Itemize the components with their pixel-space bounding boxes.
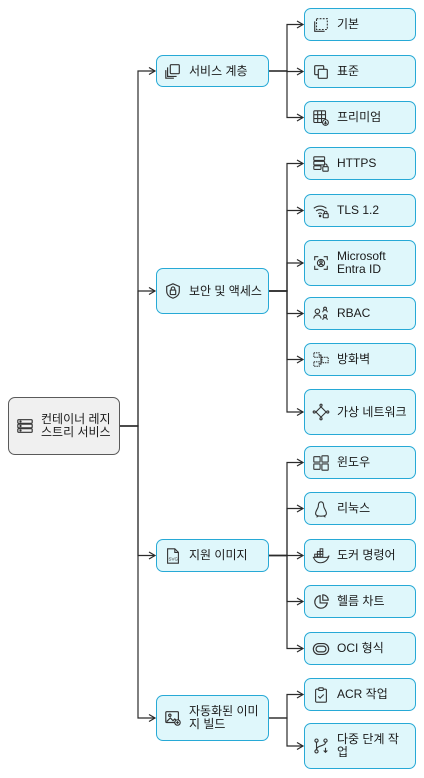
server-lock-icon bbox=[311, 154, 331, 174]
stacked-squares-icon bbox=[311, 62, 331, 82]
root-label: 컨테이너 레지스트리 서비스 bbox=[41, 412, 111, 439]
edge-leaf-tls bbox=[269, 209, 303, 292]
leaf-label: 기본 bbox=[337, 17, 360, 31]
edge-leaf-windows-arrow bbox=[296, 458, 305, 467]
leaf-standard[interactable]: 표준 bbox=[304, 55, 416, 88]
leaf-acr-tasks[interactable]: ACR 작업 bbox=[304, 678, 416, 711]
leaf-oci-format[interactable]: OCI 형식 bbox=[304, 632, 416, 665]
image-build-icon bbox=[163, 708, 183, 728]
edge-leaf-https-arrow bbox=[296, 159, 305, 168]
category-label: 보안 및 액세스 bbox=[189, 283, 262, 298]
edge-leaf-linux-arrow bbox=[296, 504, 305, 513]
edge-leaf-virtual-network bbox=[269, 290, 303, 413]
category-security-access[interactable]: 보안 및 액세스 bbox=[156, 268, 269, 314]
id-badge-icon bbox=[311, 253, 331, 273]
leaf-label: ACR 작업 bbox=[337, 687, 388, 701]
edge-root-category-automated-build bbox=[120, 425, 155, 719]
edge-leaf-acr-tasks-arrow bbox=[296, 690, 305, 699]
leaf-rbac[interactable]: RBAC bbox=[304, 297, 416, 330]
leaf-label: RBAC bbox=[337, 306, 371, 320]
leaf-entra-id[interactable]: Microsoft Entra ID bbox=[304, 240, 416, 286]
svg-file-icon: SVG bbox=[163, 546, 183, 566]
edge-leaf-basic-arrow bbox=[296, 20, 305, 29]
oci-icon bbox=[311, 639, 331, 659]
leaf-label: 다중 단계 작업 bbox=[337, 732, 399, 759]
leaf-basic[interactable]: 기본 bbox=[304, 8, 416, 41]
edge-root-category-service-tier-arrow bbox=[148, 66, 157, 76]
category-service-tier[interactable]: 서비스 계층 bbox=[156, 55, 269, 87]
category-automated-build[interactable]: 자동화된 이미지 빌드 bbox=[156, 695, 269, 741]
category-label: 서비스 계층 bbox=[189, 63, 248, 78]
edge-leaf-oci-format-arrow bbox=[296, 644, 305, 653]
leaf-linux[interactable]: 리눅스 bbox=[304, 492, 416, 525]
leaf-https[interactable]: HTTPS bbox=[304, 147, 416, 180]
leaf-label: 리눅스 bbox=[337, 501, 371, 515]
leaf-label: 방화벽 bbox=[337, 352, 371, 366]
leaf-label: 표준 bbox=[337, 64, 360, 78]
edge-leaf-premium bbox=[269, 70, 303, 119]
leaf-virtual-network[interactable]: 가상 네트워크 bbox=[304, 389, 416, 435]
linux-icon bbox=[311, 499, 331, 519]
docker-icon bbox=[311, 546, 331, 566]
edge-leaf-https bbox=[269, 162, 303, 292]
edge-leaf-helm-chart bbox=[269, 554, 303, 603]
clipboard-check-icon bbox=[311, 685, 331, 705]
edge-leaf-standard-arrow bbox=[296, 67, 305, 76]
edge-leaf-entra-id bbox=[269, 262, 303, 292]
leaf-docker-commands[interactable]: 도커 명령어 bbox=[304, 539, 416, 572]
grid-download-icon bbox=[311, 108, 331, 128]
leaf-multi-step-tasks[interactable]: 다중 단계 작업 bbox=[304, 723, 416, 769]
leaf-tls[interactable]: TLS 1.2 bbox=[304, 194, 416, 227]
leaf-label: 헬름 차트 bbox=[337, 594, 385, 608]
edge-root-category-automated-build-arrow bbox=[148, 713, 157, 723]
network-icon bbox=[311, 402, 331, 422]
edge-root-category-supported-images-arrow bbox=[148, 551, 157, 560]
edge-leaf-oci-format bbox=[269, 554, 303, 650]
edge-leaf-firewall bbox=[269, 290, 303, 361]
leaf-label: TLS 1.2 bbox=[337, 203, 380, 217]
leaf-helm-chart[interactable]: 헬름 차트 bbox=[304, 585, 416, 618]
category-label: 자동화된 이미지 빌드 bbox=[189, 704, 259, 731]
category-supported-images[interactable]: SVG 지원 이미지 bbox=[156, 539, 269, 572]
leaf-label: 프리미엄 bbox=[337, 110, 382, 124]
root-node[interactable]: 컨테이너 레지스트리 서비스 bbox=[8, 397, 120, 455]
edge-leaf-premium-arrow bbox=[296, 113, 305, 122]
edge-leaf-virtual-network-arrow bbox=[296, 407, 305, 417]
edge-leaf-multi-step-tasks-arrow bbox=[296, 741, 305, 751]
leaf-label: OCI 형식 bbox=[337, 641, 384, 655]
users-role-icon bbox=[311, 304, 331, 324]
leaf-firewall[interactable]: 방화벽 bbox=[304, 343, 416, 376]
edge-leaf-firewall-arrow bbox=[296, 355, 305, 364]
layers-icon bbox=[163, 61, 183, 81]
leaf-label: 윈도우 bbox=[337, 455, 371, 469]
edge-root-category-security-access bbox=[120, 290, 155, 427]
edge-leaf-entra-id-arrow bbox=[296, 258, 305, 268]
shield-lock-icon bbox=[163, 281, 183, 301]
edge-leaf-linux bbox=[269, 507, 303, 557]
edge-leaf-tls-arrow bbox=[296, 206, 305, 215]
leaf-premium[interactable]: 프리미엄 bbox=[304, 101, 416, 134]
edge-leaf-basic bbox=[269, 23, 303, 72]
edge-leaf-multi-step-tasks bbox=[269, 717, 303, 747]
category-label: 지원 이미지 bbox=[189, 548, 248, 562]
git-branch-icon bbox=[311, 736, 331, 756]
leaf-label: HTTPS bbox=[337, 156, 377, 170]
leaf-windows[interactable]: 윈도우 bbox=[304, 446, 416, 479]
leaf-label: Microsoft Entra ID bbox=[337, 249, 386, 276]
leaf-label: 도커 명령어 bbox=[337, 548, 396, 562]
edge-leaf-helm-chart-arrow bbox=[296, 597, 305, 606]
edge-leaf-docker-commands-arrow bbox=[296, 551, 305, 560]
edge-leaf-rbac-arrow bbox=[296, 309, 305, 318]
wifi-lock-icon bbox=[311, 201, 331, 221]
leaf-label: 가상 네트워크 bbox=[337, 404, 407, 419]
dashed-square-icon bbox=[311, 15, 331, 35]
helm-chart-icon bbox=[311, 592, 331, 612]
windows-icon bbox=[311, 453, 331, 473]
svg-text:SVG: SVG bbox=[169, 556, 179, 561]
edge-root-category-security-access-arrow bbox=[148, 286, 157, 296]
registry-icon bbox=[15, 416, 35, 436]
firewall-icon bbox=[311, 350, 331, 370]
